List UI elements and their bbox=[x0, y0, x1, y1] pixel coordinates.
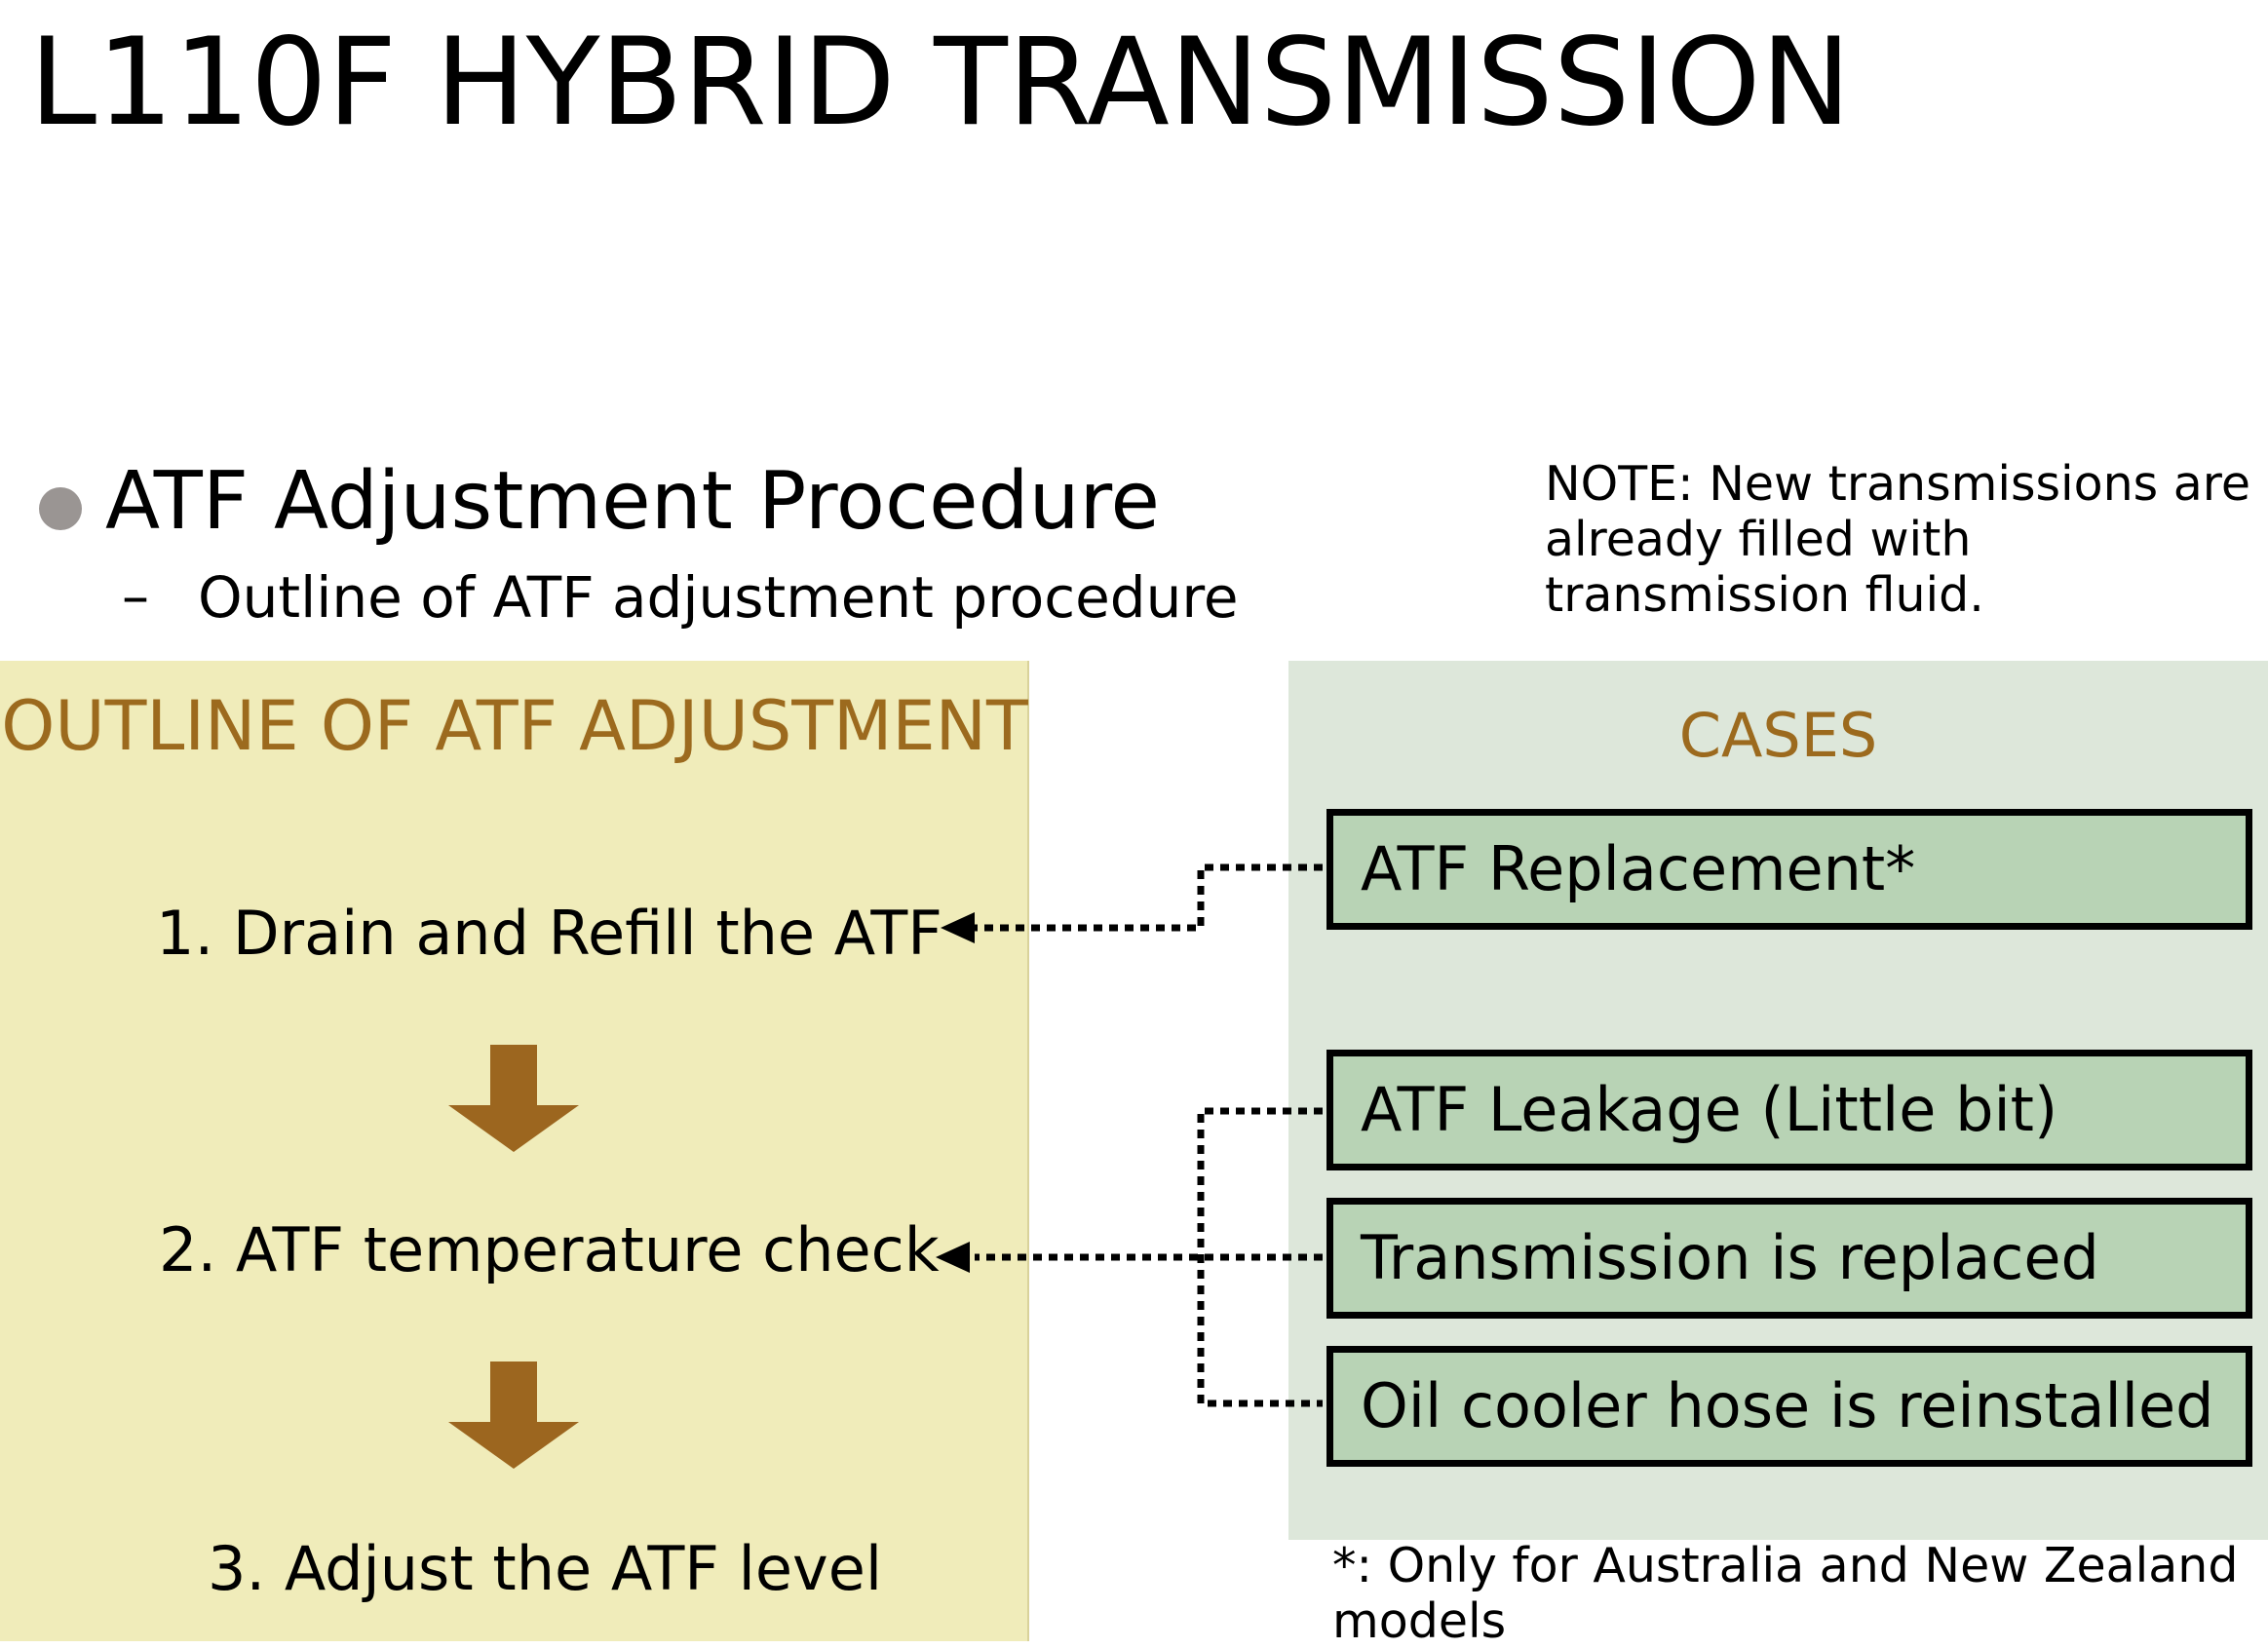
case-atf-replacement: ATF Replacement* bbox=[1326, 809, 2252, 930]
down-arrow-icon bbox=[448, 1361, 579, 1469]
cases-heading: CASES bbox=[1678, 700, 1878, 771]
note-text: NOTE: New transmissions are already fill… bbox=[1545, 456, 2251, 623]
page-title: L110F HYBRID TRANSMISSION bbox=[29, 13, 1852, 153]
step-drain-refill: 1. Drain and Refill the ATF bbox=[156, 898, 942, 969]
bullet-dot-icon bbox=[39, 487, 82, 530]
case-oil-cooler-hose: Oil cooler hose is reinstalled bbox=[1326, 1346, 2252, 1467]
step-temperature-check: 2. ATF temperature check bbox=[159, 1214, 940, 1285]
case-transmission-replaced: Transmission is replaced bbox=[1326, 1198, 2252, 1319]
sub-bullet-dash: – bbox=[122, 565, 149, 629]
step-adjust-level: 3. Adjust the ATF level bbox=[208, 1533, 883, 1604]
outline-heading: OUTLINE OF ATF ADJUSTMENT bbox=[1, 686, 1028, 766]
case-atf-leakage: ATF Leakage (Little bit) bbox=[1326, 1050, 2252, 1170]
bullet-heading: ATF Adjustment Procedure bbox=[105, 455, 1160, 548]
sub-bullet-text: Outline of ATF adjustment procedure bbox=[198, 564, 1239, 631]
down-arrow-icon bbox=[448, 1045, 579, 1152]
footnote-text: *: Only for Australia and New Zealand mo… bbox=[1332, 1538, 2239, 1649]
